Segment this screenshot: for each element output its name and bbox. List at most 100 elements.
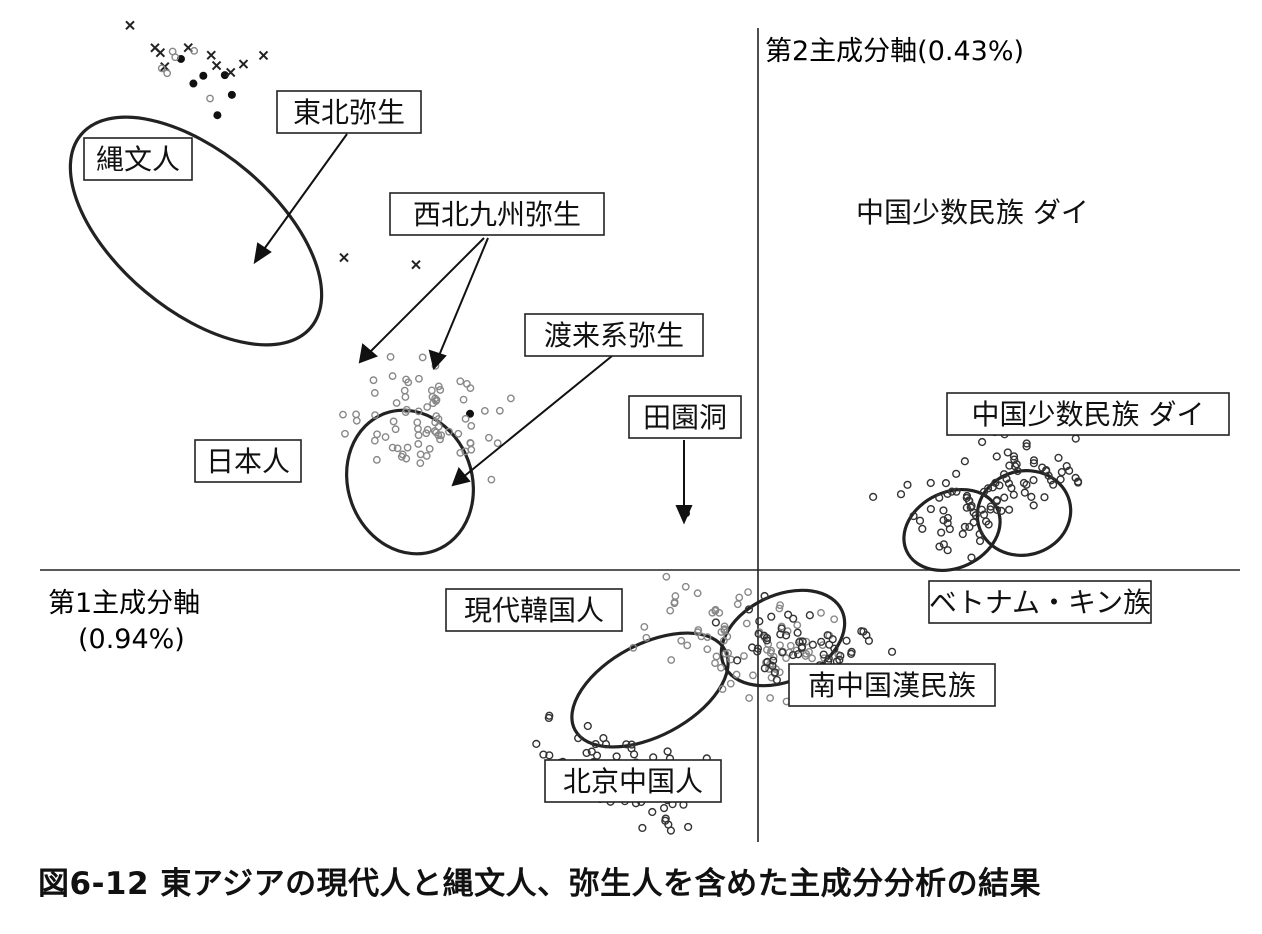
point-dai-box xyxy=(966,503,975,512)
point-japanese xyxy=(386,353,395,361)
point-modern-korean xyxy=(742,619,751,628)
point-south-china-han xyxy=(864,636,874,645)
point-dai-box xyxy=(1046,476,1056,485)
point-vietnam-kinh xyxy=(975,536,985,546)
point-japanese xyxy=(467,421,476,430)
point-japanese xyxy=(341,429,349,438)
point-modern-korean xyxy=(715,609,724,617)
point-vietnam-kinh xyxy=(903,480,912,489)
label-tohoku-yayoi-text: 東北弥生 xyxy=(293,96,405,129)
point-japanese xyxy=(373,430,381,439)
point-south-china-han xyxy=(755,617,764,626)
point-japanese xyxy=(456,448,465,457)
point-dai-box xyxy=(1002,474,1011,483)
point-japanese xyxy=(487,475,496,484)
point-vietnam-kinh xyxy=(962,503,971,512)
point-japanese xyxy=(466,384,475,392)
point-modern-korean xyxy=(677,636,686,645)
point-modern-korean xyxy=(830,615,839,624)
point-tohoku-yayoi xyxy=(238,59,249,69)
point-japanese xyxy=(400,386,409,395)
point-south-china-han xyxy=(887,647,897,656)
label-tohoku-yayoi: 東北弥生 xyxy=(276,90,422,134)
label-dai-top: 中国少数民族 ダイ xyxy=(856,196,1089,229)
point-beijing-chinese xyxy=(659,804,669,813)
label-denendo-text: 田園洞 xyxy=(643,401,727,434)
point-modern-korean xyxy=(711,659,719,668)
point-south-china-han xyxy=(847,647,856,657)
point-jomon xyxy=(213,111,222,120)
point-modern-korean xyxy=(697,632,706,641)
point-nw-kyushu-yayoi xyxy=(411,259,421,270)
label-south-china-han: 南中国漢民族 xyxy=(788,663,996,707)
point-modern-korean xyxy=(745,694,754,702)
point-south-china-han xyxy=(781,631,791,640)
point-south-china-han xyxy=(777,624,786,633)
point-modern-korean xyxy=(786,641,795,650)
point-vietnam-kinh xyxy=(943,489,952,498)
point-modern-korean xyxy=(766,694,775,702)
point-japanese xyxy=(436,386,445,394)
point-japanese xyxy=(416,450,425,459)
point-south-china-han xyxy=(778,648,787,657)
arrow-head-tohoku xyxy=(253,242,272,265)
point-japanese xyxy=(484,433,493,442)
point-vietnam-kinh xyxy=(984,520,993,529)
point-japanese xyxy=(404,378,413,387)
point-japanese xyxy=(372,455,381,464)
point-modern-korean xyxy=(718,685,727,693)
point-vietnam-kinh xyxy=(915,516,925,525)
point-modern-korean xyxy=(666,606,675,615)
point-japanese xyxy=(370,389,379,397)
point-dai-box xyxy=(992,452,1001,461)
figure-caption: 図6-12 東アジアの現代人と縄文人、弥生人を含めた主成分分析の結果 xyxy=(38,866,1042,902)
arrow-head-nw-kyushu-2 xyxy=(428,349,447,371)
point-vietnam-kinh xyxy=(941,479,951,488)
point-japanese xyxy=(352,410,361,419)
point-modern-korean xyxy=(732,670,741,679)
point-beijing-chinese xyxy=(583,721,592,731)
label-nw-kyushu-yayoi-text: 西北九州弥生 xyxy=(413,198,581,231)
point-japanese xyxy=(388,372,397,380)
point-modern-korean xyxy=(775,604,784,613)
point-dai-box xyxy=(1004,479,1014,488)
point-south-china-han xyxy=(797,642,807,651)
label-beijing-chinese-text: 北京中国人 xyxy=(563,765,703,798)
point-vietnam-kinh xyxy=(979,487,989,496)
point-modern-korean xyxy=(808,654,816,663)
label-jomon-text: 縄文人 xyxy=(96,143,180,176)
point-modern-korean xyxy=(719,636,728,645)
point-japanese xyxy=(418,353,427,362)
label-beijing-chinese: 北京中国人 xyxy=(544,759,722,803)
point-vietnam-kinh xyxy=(869,492,878,502)
point-dai-box xyxy=(1071,434,1080,443)
point-south-china-han xyxy=(776,630,785,639)
point-dai-box xyxy=(991,478,1000,488)
point-japanese xyxy=(414,440,423,448)
point-japanese xyxy=(393,444,402,453)
point-dai-box xyxy=(1009,452,1019,461)
point-japanese xyxy=(415,374,423,383)
point-dai-box xyxy=(952,469,961,478)
point-japanese xyxy=(370,436,379,445)
point-beijing-chinese xyxy=(591,739,600,749)
point-dai-box xyxy=(1027,492,1036,501)
point-modern-korean xyxy=(667,656,676,664)
point-south-china-han xyxy=(762,636,772,645)
point-modern-korean xyxy=(726,679,735,688)
arrow-head-denendo xyxy=(675,505,693,525)
point-south-china-han xyxy=(789,614,798,623)
point-jomon xyxy=(206,94,214,103)
label-japanese-text: 日本人 xyxy=(206,445,290,478)
point-japanese xyxy=(371,411,379,420)
point-dai-box xyxy=(1056,475,1065,484)
point-vietnam-kinh xyxy=(935,542,944,551)
point-south-china-han xyxy=(733,656,742,665)
point-jomon xyxy=(199,71,208,80)
point-modern-korean xyxy=(712,652,721,661)
point-dai-box xyxy=(1073,477,1083,486)
point-japanese xyxy=(422,429,431,438)
point-south-china-han xyxy=(830,644,839,653)
point-south-china-han xyxy=(784,610,793,619)
point-south-china-han xyxy=(817,637,826,646)
